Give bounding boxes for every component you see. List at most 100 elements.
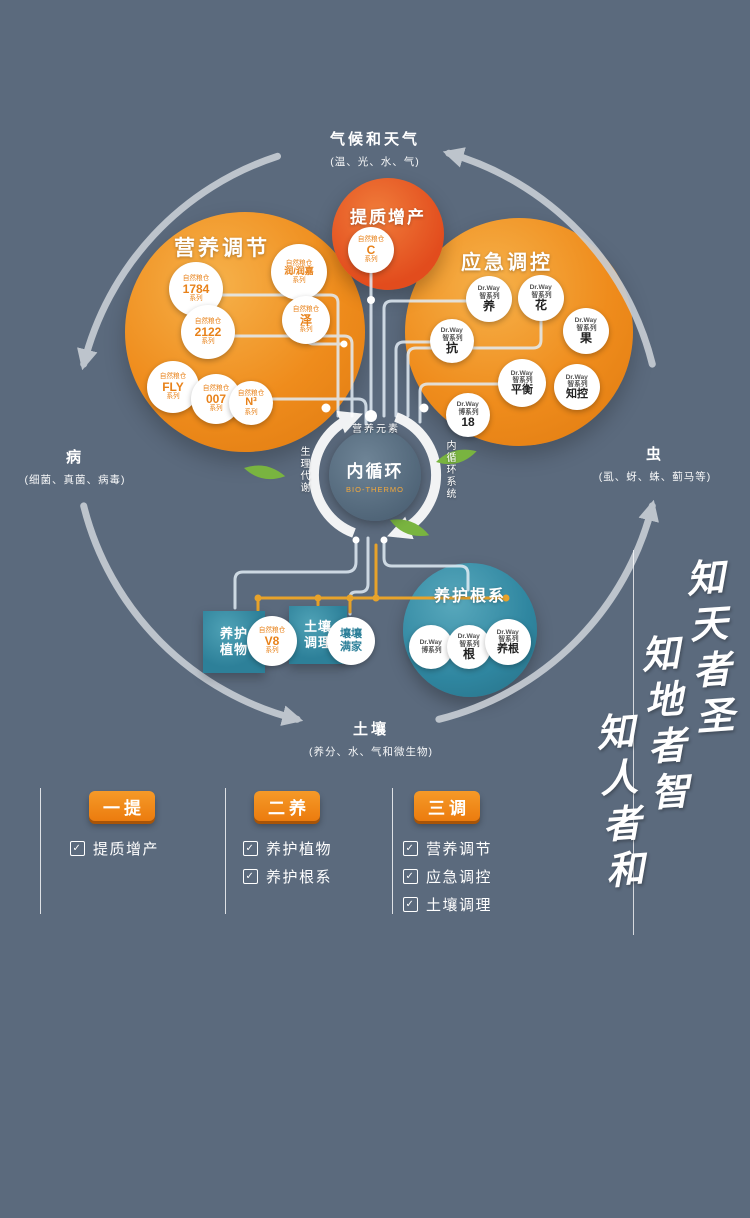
checklist-item: ✓ 应急调控: [403, 866, 492, 887]
product-line: 智系列: [459, 640, 479, 648]
product-brand: 自然粮仓: [194, 318, 222, 325]
inner-cycle-core: 内循环 BIO-THERMO: [329, 429, 421, 521]
summary-divider: [225, 788, 226, 914]
outer-cycle-arrows: [77, 147, 659, 726]
cycle-label-title: 气候和天气: [329, 131, 420, 148]
product-18: Dr.Way 博系列 18: [446, 393, 490, 437]
checklist-label: 营养调节: [426, 841, 493, 858]
summary-divider: [40, 788, 41, 914]
checklist-item: ✓ 提质增产: [70, 838, 159, 859]
product-brand: Dr.Way: [457, 633, 481, 640]
product-name: 花: [534, 298, 547, 313]
nutrition-title: 营养调节: [174, 237, 270, 260]
product-brand: Dr.Way: [574, 317, 598, 324]
cycle-label-disease: 病 (细菌、真菌、病毒): [0, 446, 150, 487]
checklist-label: 养护植物: [266, 841, 333, 858]
cycle-label-climate: 气候和天气 (温、光、水、气): [275, 128, 475, 169]
product-line: 智系列: [531, 291, 551, 299]
inner-cycle-title: 内循环: [346, 461, 404, 481]
product-name: FLY: [162, 379, 184, 394]
ring-label-right: 内循环系统: [444, 440, 455, 500]
leaf-icon: [244, 449, 477, 536]
product-series: 系列: [299, 326, 313, 334]
checkbox-icon: ✓: [243, 869, 258, 884]
summary-divider: [392, 788, 393, 914]
checklist-label: 提质增产: [93, 841, 160, 858]
product-line: 智系列: [576, 324, 596, 332]
product-rangrang-manjia: 壤壤 满家: [327, 617, 375, 665]
ring-label-left: 生理代谢: [298, 446, 309, 494]
product-brand: Dr.Way: [456, 401, 480, 408]
product-name: 2122: [194, 324, 222, 339]
product-series: 系列: [292, 276, 306, 284]
product-series: 系列: [244, 408, 258, 416]
product-name-line2: 满家: [340, 641, 362, 653]
cycle-label-subtitle: (温、光、水、气): [330, 156, 420, 168]
soil-conditioning-line1: 土壤: [303, 619, 332, 635]
product-brand: 自然粮仓: [159, 373, 187, 380]
product-name: 养根: [497, 642, 519, 655]
product-brand: Dr.Way: [510, 369, 534, 377]
product-connectors: [210, 270, 543, 616]
product-name: 果: [579, 331, 592, 346]
checkbox-icon: ✓: [403, 869, 418, 884]
soil-conditioning-line2: 调理: [303, 635, 332, 650]
product-brand: 自然粮仓: [237, 389, 265, 397]
checklist-item: ✓ 土壤调理: [403, 894, 492, 915]
product-gen: Dr.Way 智系列 根: [447, 625, 491, 669]
product-line: 博系列: [458, 408, 478, 416]
product-c: 自然粮仓 C 系列: [348, 227, 394, 273]
product-name: N³: [245, 396, 257, 409]
plant-care-line1: 养护: [219, 626, 248, 642]
product-n3: 自然粮仓 N³ 系列: [229, 381, 273, 425]
product-brand: 自然粮仓: [357, 236, 385, 243]
product-ze: 自然粮仓 泽 系列: [282, 296, 330, 344]
cycle-label-insect: 虫 (虱、蚜、蛛、蓟马等): [560, 443, 750, 484]
product-series: 系列: [265, 647, 279, 655]
product-brand: Dr.Way: [419, 639, 443, 647]
product-name: 平衡: [511, 383, 533, 396]
cycle-label-subtitle: (虱、蚜、蛛、蓟马等): [598, 471, 712, 483]
cycle-label-title: 土壤: [352, 721, 389, 738]
product-brand: Dr.Way: [565, 373, 589, 381]
plant-care-line2: 植物: [219, 642, 248, 657]
inner-cycle-subtitle: BIO-THERMO: [346, 484, 404, 494]
product-name: V8: [264, 633, 280, 648]
product-line: 智系列: [479, 292, 499, 300]
product-2122: 自然粮仓 2122 系列: [181, 305, 235, 359]
checkbox-icon: ✓: [403, 841, 418, 856]
product-line: 博系列: [421, 647, 441, 654]
product-brand: 自然粮仓: [182, 275, 210, 282]
product-brand: 自然粮仓: [202, 385, 230, 392]
product-brand: Dr.Way: [496, 628, 520, 636]
checklist-item: ✓ 养护根系: [243, 866, 332, 887]
product-yanggen: Dr.Way 智系列 养根: [485, 619, 531, 665]
product-yang: Dr.Way 智系列 养: [466, 276, 512, 322]
checklist-item: ✓ 营养调节: [403, 838, 492, 859]
product-brand: 自然粮仓: [292, 306, 320, 313]
product-pingheng: Dr.Way 智系列 平衡: [498, 359, 546, 407]
emergency-title: 应急调控: [461, 252, 553, 274]
tag-santiao-button[interactable]: 三调: [414, 791, 480, 821]
product-zhikong: Dr.Way 智系列 知控: [554, 364, 600, 410]
product-hua: Dr.Way 智系列 花: [518, 275, 564, 321]
product-name: 抗: [445, 341, 458, 356]
cycle-label-title: 病: [65, 449, 84, 466]
product-line: 智系列: [512, 377, 532, 385]
product-name-line1: 壤壤: [340, 627, 362, 640]
product-guo: Dr.Way 智系列 果: [563, 308, 609, 354]
root-care-title: 养护根系: [433, 588, 506, 605]
checkbox-icon: ✓: [403, 897, 418, 912]
cycle-label-subtitle: (细菌、真菌、病毒): [24, 474, 126, 486]
product-line: 智系列: [567, 381, 587, 389]
product-brand: Dr.Way: [477, 285, 501, 292]
tag-yiti-button[interactable]: 一提: [89, 791, 155, 821]
checklist-label: 土壤调理: [426, 897, 493, 914]
checkbox-icon: ✓: [243, 841, 258, 856]
product-name: 18: [461, 415, 475, 430]
product-line: 智系列: [442, 334, 462, 342]
tag-eryang-button[interactable]: 二养: [254, 791, 320, 821]
product-v8: 自然粮仓 V8 系列: [247, 616, 297, 666]
product-name: 养: [482, 299, 495, 314]
product-name: 泽: [299, 312, 312, 327]
